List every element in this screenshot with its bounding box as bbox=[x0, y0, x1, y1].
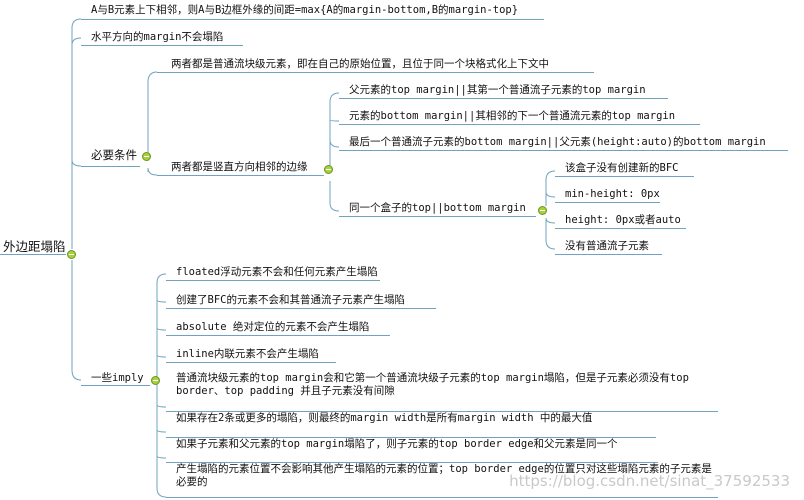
node-horizontal-no-collapse[interactable]: 水平方向的margin不会塌陷 bbox=[91, 31, 224, 43]
collapse-toggle-required-icon[interactable] bbox=[142, 152, 151, 161]
node-edge-parent-first-child[interactable]: 父元素的top margin||其第一个普通流子元素的top margin bbox=[349, 84, 646, 96]
node-no-new-bfc[interactable]: 该盒子没有创建新的BFC bbox=[565, 162, 679, 174]
collapse-toggle-samebox-icon[interactable] bbox=[538, 206, 547, 215]
root-node[interactable]: 外边距塌陷 bbox=[3, 239, 66, 254]
node-normal-flow-block[interactable]: 两者都是普通流块级元素，即在自己的原始位置，且位于同一个块格式化上下文中 bbox=[171, 58, 549, 70]
node-imply-position[interactable]: 产生塌陷的元素位置不会影响其他产生塌陷的元素的位置；top border edg… bbox=[176, 463, 712, 488]
watermark: https://blog.csdn.net/sinat_37592533 bbox=[509, 472, 790, 490]
node-imply-absolute[interactable]: absolute 绝对定位的元素不会产生塌陷 bbox=[176, 321, 370, 333]
node-min-height-zero[interactable]: min-height: 0px bbox=[565, 188, 660, 200]
node-imply-max-width[interactable]: 如果存在2条或更多的塌陷，则最终的margin width是所有margin w… bbox=[176, 412, 593, 424]
node-edge-same-box[interactable]: 同一个盒子的top||bottom margin bbox=[349, 202, 526, 214]
node-imply-same-edge[interactable]: 如果子元素和父元素的top margin塌陷了，则子元素的top border … bbox=[176, 438, 618, 450]
collapse-toggle-imply-icon[interactable] bbox=[151, 376, 160, 385]
node-imply-bfc[interactable]: 创建了BFC的元素不会和其普通流子元素产生塌陷 bbox=[176, 294, 405, 306]
node-edge-last-child-parent[interactable]: 最后一个普通流子元素的bottom margin||父元素(height:aut… bbox=[349, 136, 766, 148]
node-height-zero-auto[interactable]: height: 0px或者auto bbox=[565, 214, 681, 226]
node-no-normal-flow-children[interactable]: 没有普通流子元素 bbox=[565, 240, 649, 252]
collapse-toggle-root-icon[interactable] bbox=[67, 250, 76, 259]
node-imply-float[interactable]: floated浮动元素不会和任何元素产生塌陷 bbox=[176, 266, 378, 278]
node-vertical-adjacent-edges[interactable]: 两者都是竖直方向相邻的边缘 bbox=[171, 161, 308, 173]
trunk-imply bbox=[156, 273, 167, 498]
trunk-edges bbox=[329, 92, 340, 212]
trunk-samebox bbox=[545, 170, 556, 250]
trunk-required bbox=[147, 71, 158, 176]
node-margin-max-rule[interactable]: A与B元素上下相邻，则A与B边框外缘的间距=max{A的margin-botto… bbox=[91, 4, 519, 16]
node-implications[interactable]: 一些imply bbox=[91, 372, 144, 384]
collapse-toggle-edges-icon[interactable] bbox=[324, 165, 333, 174]
node-imply-parent-child-top[interactable]: 普通流块级元素的top margin会和它第一个普通流块级子元素的top mar… bbox=[176, 372, 689, 397]
trunk-root bbox=[71, 18, 82, 381]
node-edge-sibling[interactable]: 元素的bottom margin||其相邻的下一个普通流元素的top margi… bbox=[349, 110, 676, 122]
node-required-conditions[interactable]: 必要条件 bbox=[91, 148, 137, 162]
node-imply-inline[interactable]: inline内联元素不会产生塌陷 bbox=[176, 348, 319, 360]
